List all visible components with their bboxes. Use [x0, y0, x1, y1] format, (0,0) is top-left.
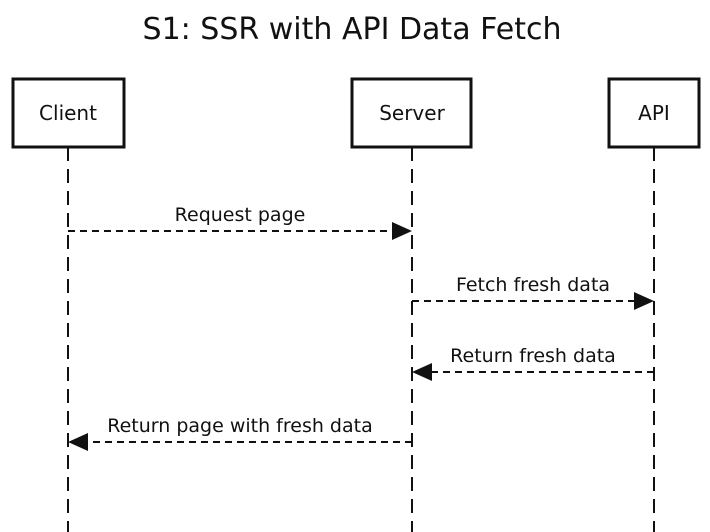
participant-label: Server [379, 101, 445, 125]
participant-api: API [607, 77, 701, 149]
participant-server: Server [350, 77, 473, 149]
message-1: Request page [68, 204, 412, 240]
arrowhead-icon [412, 363, 432, 381]
message-3: Return fresh data [412, 345, 654, 381]
message-label: Return page with fresh data [107, 415, 372, 437]
diagram-title: S1: SSR with API Data Fetch [143, 12, 562, 47]
lifelines [67, 147, 655, 532]
message-label: Request page [175, 204, 306, 226]
arrowhead-icon [392, 222, 412, 240]
participant-box [350, 77, 473, 149]
message-2: Fetch fresh data [412, 274, 654, 310]
participant-client: Client [11, 77, 126, 149]
participant-label: Client [39, 101, 97, 125]
message-4: Return page with fresh data [68, 415, 412, 451]
message-label: Fetch fresh data [456, 274, 610, 296]
arrowhead-icon [68, 433, 88, 451]
participant-box [607, 77, 701, 149]
participants: Client Server API [11, 77, 701, 149]
participant-box [11, 77, 126, 149]
message-label: Return fresh data [450, 345, 616, 367]
arrowhead-icon [634, 292, 654, 310]
participant-label: API [638, 101, 670, 125]
